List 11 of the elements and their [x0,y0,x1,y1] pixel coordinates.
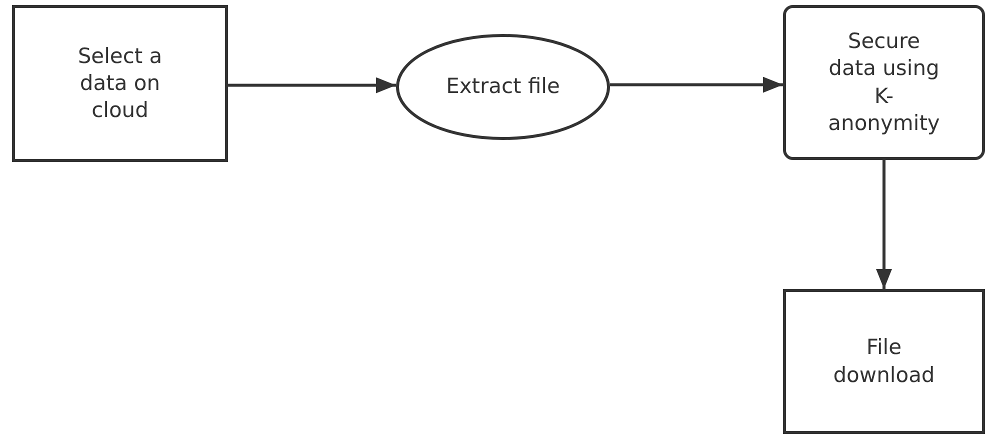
arrow [228,77,396,94]
node-label: Extract file [446,73,560,100]
process-box [12,5,228,162]
process-box [783,289,985,434]
node-label: File download [832,334,936,388]
arrow [876,160,892,289]
node-label: Secure data using K-anonymity [827,28,941,137]
arrow [610,76,783,93]
node-label: Select a data on cloud [76,42,164,124]
process-ellipse [396,34,610,140]
process-box [783,5,985,160]
